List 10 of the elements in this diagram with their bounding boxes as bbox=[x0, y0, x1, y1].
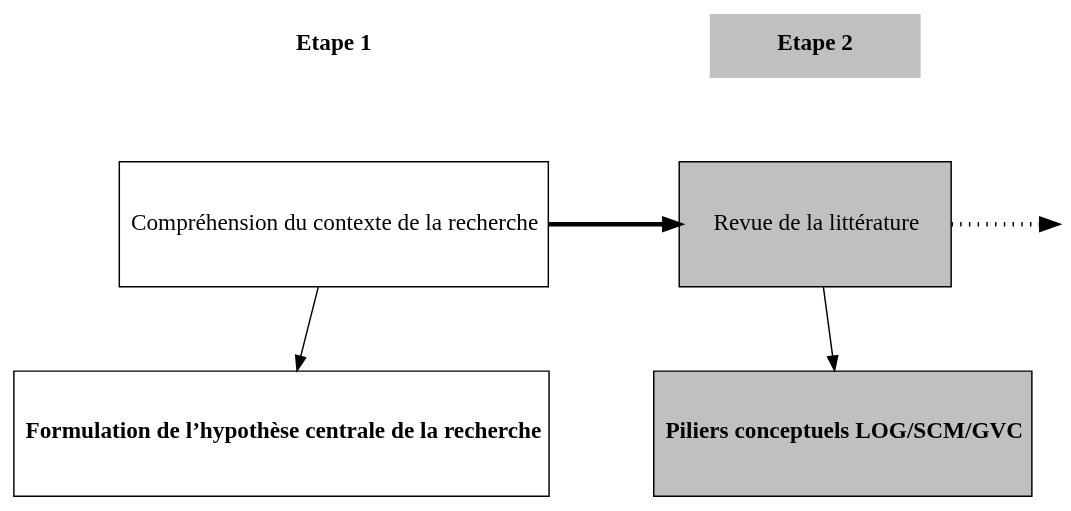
arrow bbox=[951, 216, 1063, 233]
arrow bbox=[822, 286, 839, 373]
arrow bbox=[548, 216, 686, 233]
arrow bbox=[294, 286, 319, 373]
node-box: Formulation de l’hypothèse centrale de la recherche bbox=[13, 370, 550, 497]
node-box: Etape 2 bbox=[709, 14, 921, 79]
label: Etape 1 bbox=[296, 29, 372, 56]
node-box: Compréhension du contexte de la recherche bbox=[118, 160, 550, 288]
node-box: Revue de la littérature bbox=[678, 160, 952, 288]
node-box: Piliers conceptuels LOG/SCM/GVC bbox=[653, 370, 1033, 497]
